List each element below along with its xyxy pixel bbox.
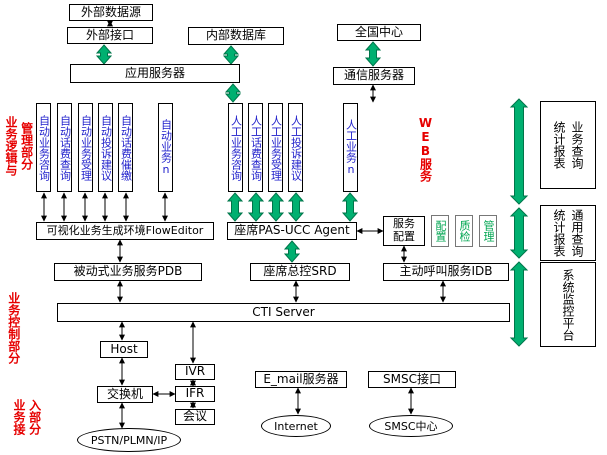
- host-box: Host: [100, 341, 148, 358]
- pstn-ellipse: PSTN/PLMN/IP: [77, 428, 181, 452]
- service-config-box: 服务 配置: [383, 216, 425, 246]
- srd-box: 座席总控SRD: [250, 263, 350, 281]
- svc-manual-accept: 人工业务受理: [268, 103, 283, 192]
- report-general-box: 通用查询 统计报表: [540, 205, 596, 261]
- smsc-interface-box: SMSC接口: [368, 371, 456, 388]
- svc-auto-n: 自动业务n: [158, 103, 173, 192]
- svc-auto-consult: 自动业务咨询: [36, 103, 51, 192]
- svc-auto-fee-remind: 自动话费催缴: [118, 103, 133, 192]
- svc-manual-consult: 人工业务咨询: [228, 103, 243, 192]
- quality-check-box: 质检: [455, 215, 473, 247]
- pdb-box: 被动式业务服务PDB: [54, 263, 202, 281]
- internet-ellipse: Internet: [261, 415, 331, 437]
- conference-box: 会议: [175, 409, 215, 425]
- report-business-box: 业务查询 统计报表: [540, 101, 596, 189]
- internal-database-box: 内部数据库: [188, 27, 284, 45]
- monitor-platform-box: 系统监控平台: [540, 262, 596, 347]
- label-business-access: 业务接 入部分: [12, 399, 42, 435]
- email-server-box: E_mail服务器: [255, 371, 347, 388]
- smsc-center-ellipse: SMSC中心: [369, 415, 453, 437]
- agent-box: 座席PAS-UCC Agent: [227, 222, 357, 240]
- national-center-box: 全国中心: [337, 24, 421, 41]
- ext-interface-box: 外部接口: [67, 27, 153, 44]
- svc-auto-complaint: 自动投诉建议: [98, 103, 113, 192]
- switch-box: 交换机: [97, 386, 153, 403]
- idb-box: 主动呼叫服务IDB: [383, 263, 509, 281]
- web-service-label: WEB服务: [418, 115, 433, 182]
- ifr-box: IFR: [175, 386, 215, 402]
- config-box: 配置: [431, 215, 449, 247]
- comm-server-box: 通信服务器: [333, 67, 415, 85]
- ext-datasource-box: 外部数据源: [69, 4, 153, 21]
- app-server-box: 应用服务器: [70, 64, 240, 83]
- svc-auto-accept: 自动业务受理: [78, 103, 93, 192]
- svc-manual-fee-query: 人工话费查询: [248, 103, 263, 192]
- cti-server-box: CTI Server: [57, 303, 510, 322]
- management-box: 管理: [479, 215, 497, 247]
- svc-manual-complaint: 人工投诉建议: [288, 103, 303, 192]
- ivr-box: IVR: [175, 364, 215, 380]
- label-business-control: 业务控制部分: [6, 292, 21, 364]
- floweditor-box: 可视化业务生成环境FlowEditor: [36, 222, 214, 240]
- svc-auto-fee-query: 自动话费查询: [57, 103, 72, 192]
- svc-manual-n: 人工业务n: [343, 103, 358, 192]
- label-business-logic: 业务逻辑与 管理部分: [4, 116, 34, 176]
